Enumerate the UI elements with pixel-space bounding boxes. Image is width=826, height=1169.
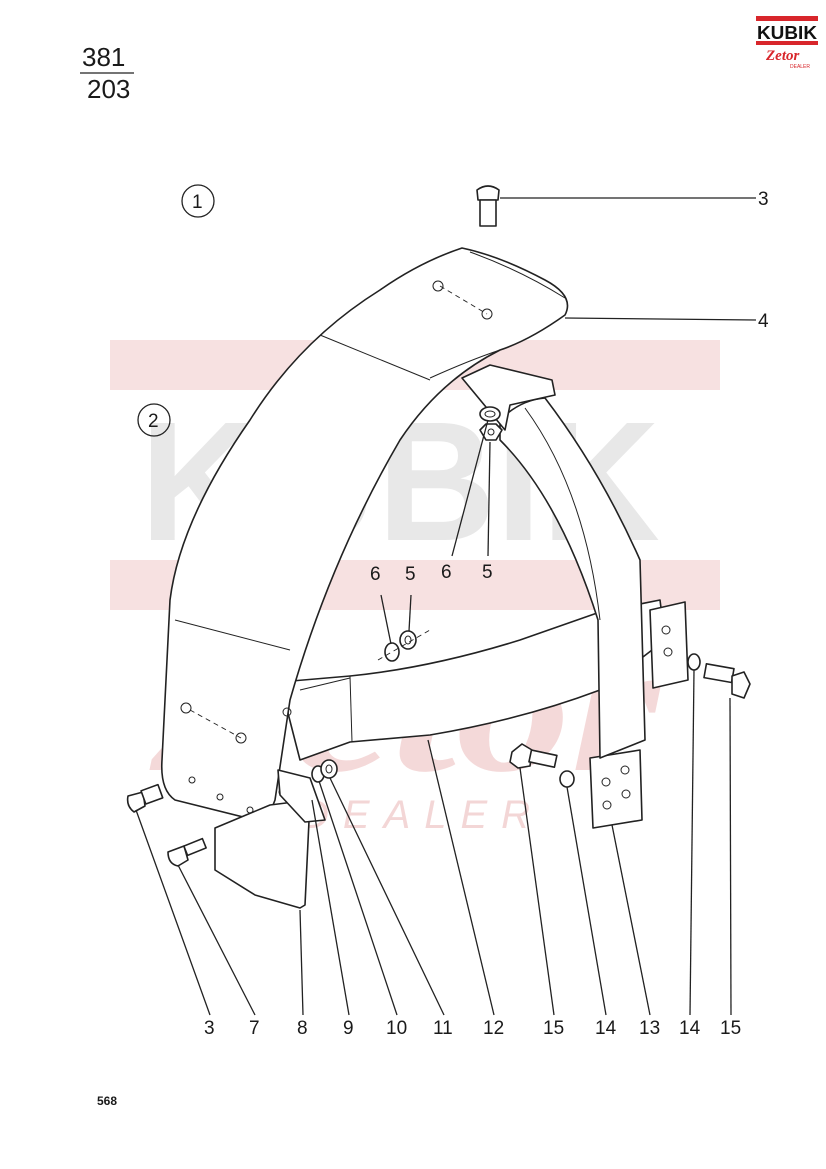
callout-3-top: 3 bbox=[758, 189, 769, 210]
upper-washer bbox=[479, 406, 501, 422]
ref-bottom: 203 bbox=[87, 74, 130, 104]
view-marker-1: 1 bbox=[181, 184, 215, 218]
svg-text:1: 1 bbox=[192, 192, 203, 213]
callout-9: 9 bbox=[343, 1018, 354, 1039]
logo-tag: DEALER bbox=[790, 64, 810, 70]
callout-4: 4 bbox=[758, 311, 769, 332]
callout-13: 13 bbox=[639, 1018, 660, 1039]
watermark-tag: DEALER bbox=[300, 793, 544, 837]
callout-8: 8 bbox=[297, 1018, 308, 1039]
kubik-zetor-logo: KUBIK Zetor DEALER bbox=[756, 16, 818, 70]
fender-part-4 bbox=[160, 247, 569, 821]
view-marker-2: 2 bbox=[137, 403, 171, 437]
top-bolt-shank bbox=[479, 199, 497, 227]
callout-11: 11 bbox=[433, 1018, 453, 1039]
callout-14-left: 14 bbox=[595, 1018, 617, 1039]
logo-brand: KUBIK bbox=[757, 23, 817, 43]
callout-10: 10 bbox=[386, 1018, 407, 1039]
callout-15-right: 15 bbox=[720, 1018, 741, 1039]
leader-lines bbox=[135, 197, 757, 1016]
callout-3-bottom: 3 bbox=[204, 1018, 215, 1039]
callout-7: 7 bbox=[249, 1018, 260, 1039]
mounting-plate-part-13 bbox=[589, 601, 689, 829]
top-bolt-head bbox=[476, 185, 500, 201]
callout-6-upper: 6 bbox=[370, 564, 381, 585]
reference-number: 381 203 bbox=[80, 42, 134, 104]
callout-15-left: 15 bbox=[543, 1018, 564, 1039]
callout-14-right: 14 bbox=[679, 1018, 701, 1039]
callout-6-mid: 6 bbox=[441, 562, 452, 583]
svg-text:2: 2 bbox=[148, 411, 159, 432]
callout-5-mid: 5 bbox=[482, 562, 493, 583]
page-number: 568 bbox=[97, 1094, 117, 1108]
hardware-parts bbox=[126, 185, 751, 867]
callout-12: 12 bbox=[483, 1018, 504, 1039]
callout-labels: 3 4 6 5 6 5 3 7 8 9 10 11 12 15 14 13 14… bbox=[204, 189, 769, 1039]
logo-sub: Zetor bbox=[765, 48, 799, 64]
mid-washer bbox=[384, 642, 400, 662]
ref-top: 381 bbox=[82, 42, 125, 72]
fender-support-strut bbox=[461, 364, 646, 759]
callout-5-upper: 5 bbox=[405, 564, 416, 585]
